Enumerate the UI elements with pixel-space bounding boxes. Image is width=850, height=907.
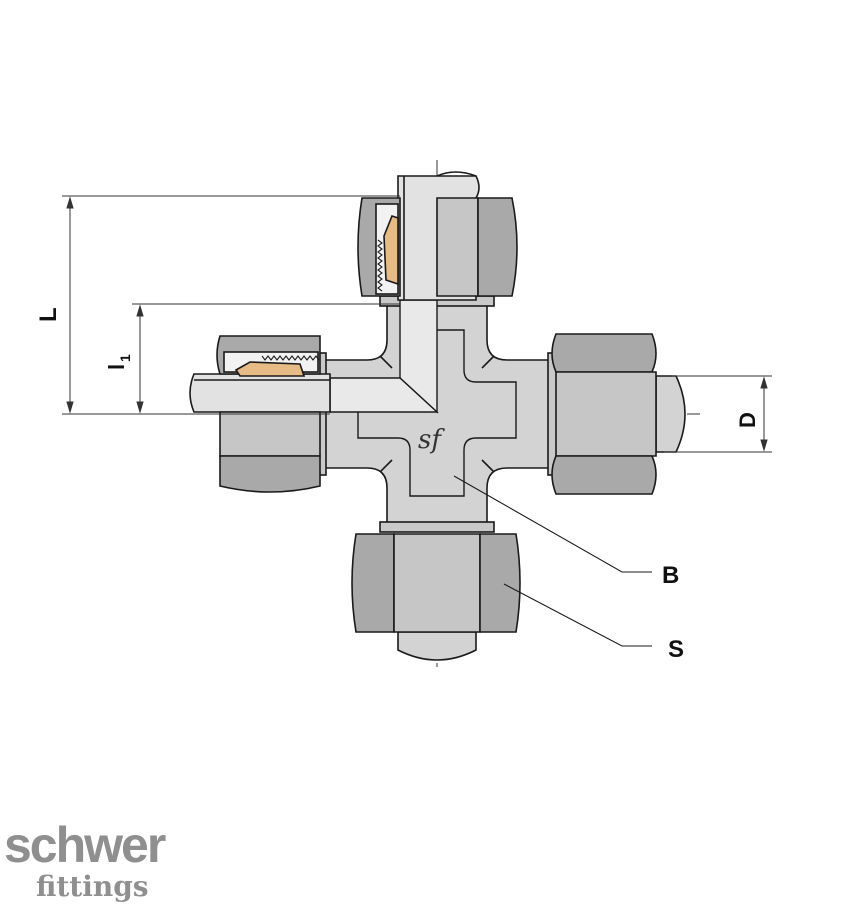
- svg-text:1: 1: [117, 354, 133, 362]
- dimension-D: [664, 375, 772, 453]
- dimension-L-label: L: [35, 307, 62, 322]
- nut-top: [357, 197, 518, 297]
- dimension-l1: [132, 303, 400, 414]
- thread-left: [261, 355, 320, 361]
- schwer-fittings-logo: schwer fittings: [4, 817, 168, 903]
- body-marks: [379, 355, 495, 473]
- nut-left: [216, 335, 321, 493]
- body-mark: sf: [418, 425, 445, 455]
- dimension-l1-label: l 1: [104, 354, 133, 370]
- tube-left: [189, 373, 331, 413]
- svg-text:schwer: schwer: [4, 817, 166, 873]
- callout-S: S: [668, 636, 684, 663]
- thread-top: [377, 239, 383, 292]
- dimension-D-label: D: [735, 412, 760, 428]
- nut-right: [551, 333, 686, 495]
- nut-bottom: [351, 533, 521, 661]
- svg-text:l: l: [104, 364, 129, 370]
- svg-text:fittings: fittings: [36, 870, 149, 903]
- callout-B: B: [662, 562, 679, 589]
- dimension-L: [62, 195, 400, 415]
- callout-lines: [453, 475, 652, 647]
